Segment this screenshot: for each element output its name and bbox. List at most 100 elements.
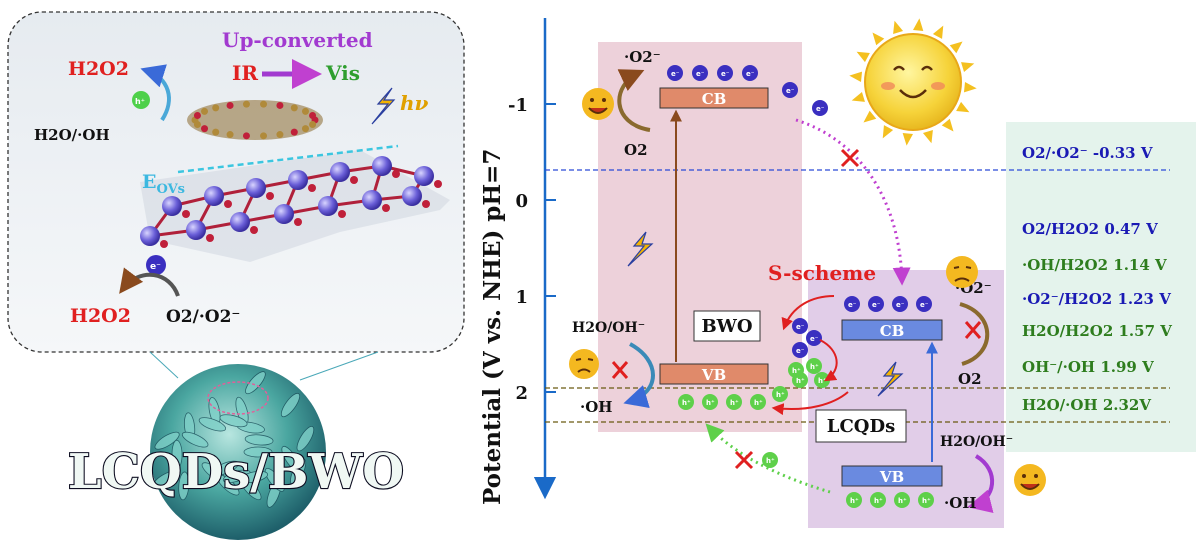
hole-circle-left: [132, 91, 150, 109]
happy-emoji-icon: [582, 88, 614, 120]
sun-ray-12: [913, 18, 924, 32]
oxygen-atom-4: [350, 176, 358, 184]
cqd-atom-14: [212, 104, 220, 112]
lcqds-cb-label: CB: [880, 322, 905, 340]
hole-label-bwo-2: h⁺: [730, 399, 739, 407]
hole-label-bwo-4: h⁺: [776, 391, 785, 399]
potential-entry-6: H2O/·OH 2.32V: [1022, 396, 1151, 414]
inset-box: [7, 11, 465, 353]
sun-ray-13: [932, 25, 944, 39]
h2o2-bottom-label: H2O2: [70, 305, 131, 327]
cqd-atom-9: [201, 125, 209, 133]
lightning-icon-bwo: [627, 231, 654, 267]
oxygen-atom-10: [294, 218, 302, 226]
crystal-lattice: [140, 150, 450, 262]
petal-25: [181, 431, 209, 448]
sun-ray-4: [902, 132, 913, 146]
electron-label-bwo-1: e⁻: [696, 70, 705, 78]
y-axis-label: Potential (V vs. NHE) pH=7: [479, 149, 506, 505]
s-scheme-label: S-scheme: [768, 261, 876, 285]
electron-label-lcqds-5: e⁻: [810, 335, 819, 343]
electron-bwo-5: [812, 100, 828, 116]
hole-bwo-6: [806, 358, 822, 374]
sun-ray-15: [961, 62, 975, 73]
cqd-atom-8: [212, 128, 220, 136]
o2-o2minus-label: O2/·O2⁻: [166, 307, 240, 327]
petal-18: [280, 392, 301, 418]
cqd-atom-17: [260, 100, 268, 108]
cqd-atom-3: [290, 128, 298, 136]
oxygen-atom-12: [382, 204, 390, 212]
potential-entry-0: O2/·O2⁻ -0.33 V: [1022, 144, 1153, 162]
electron-bwo-0: [667, 65, 683, 81]
lattice-atom-0: [162, 196, 182, 216]
left-panel: H2O2 h⁺ H2O/·OH Up-converted IR Vis hν E…: [7, 11, 465, 540]
electron-bwo-3: [742, 65, 758, 81]
arrow-o2-reduction-bwo: [617, 69, 651, 132]
electron-label-lcqds-1: e⁻: [872, 301, 881, 309]
hole-lcqds-0: [846, 492, 862, 508]
happy-emoji-icon-right: [1014, 464, 1046, 496]
petal-4: [154, 431, 180, 450]
lcqds-vb-bar: [841, 465, 943, 487]
oh-right-label: ·OH: [944, 494, 976, 512]
petal-0: [243, 446, 273, 458]
hole-label-bwo-5: h⁺: [796, 377, 805, 385]
oxygen-atom-3: [308, 184, 316, 192]
lattice-atom-9: [230, 212, 250, 232]
sun-ray-6: [863, 110, 877, 123]
oxygen-atom-5: [392, 170, 400, 178]
o2-right-label: O2: [958, 370, 982, 388]
electron-label-bwo-5: e⁻: [816, 105, 825, 113]
zoom-line-right: [299, 351, 379, 381]
arrow-o2-to-h2o2: [119, 267, 180, 297]
potential-entry-5: OH⁻/·OH 1.99 V: [1022, 358, 1154, 376]
lattice-atom-8: [186, 220, 206, 240]
electron-lcqds-6: [792, 342, 808, 358]
hole-label-left: h⁺: [135, 97, 145, 106]
petal-19: [222, 469, 251, 483]
petal-13: [296, 426, 315, 452]
lattice-atom-3: [288, 170, 308, 190]
petal-21: [281, 445, 300, 471]
electron-label-lcqds-3: e⁻: [920, 301, 929, 309]
arrow-o2-reduction-lcqds: [959, 302, 990, 366]
electron-bwo-4: [782, 82, 798, 98]
lattice-atom-10: [274, 204, 294, 224]
vis-label: Vis: [325, 61, 360, 85]
eovs-level-line: [177, 144, 399, 174]
cqd-atom-6: [242, 132, 250, 140]
hole-bwo-0: [678, 394, 694, 410]
axis-tick-label-3: 2: [515, 383, 528, 404]
hole-label-bwo-6: h⁺: [810, 363, 819, 371]
lcqds-tag: LCQDs: [827, 416, 895, 437]
hole-bwo-7: [788, 362, 804, 378]
lattice-atom-6: [414, 166, 434, 186]
cqd-atom-2: [301, 125, 309, 133]
oxygen-atom-0: [182, 210, 190, 218]
petal-5: [244, 434, 274, 446]
hole-label-lcqds-3: h⁺: [922, 497, 931, 505]
bwo-vb-bar: [659, 363, 769, 385]
electron-circle-left: [146, 255, 166, 275]
sun-ray-1: [956, 101, 970, 113]
sun-ray-8: [849, 71, 863, 82]
cqd-atom-15: [226, 101, 234, 109]
cqd-atom-18: [276, 101, 284, 109]
petal-14: [211, 460, 239, 476]
lattice-atom-11: [318, 196, 338, 216]
lcqds-cb-bar: [841, 319, 943, 341]
composite-title: LCQDs/BWO: [68, 444, 404, 500]
electron-label-left: e⁻: [150, 262, 161, 272]
h2o-oh-label: H2O/·OH: [34, 126, 110, 144]
blocked-x-icon-transfer: [840, 148, 860, 168]
cqd-atom-12: [193, 111, 201, 119]
petal-20: [198, 417, 227, 432]
petal-16: [264, 468, 285, 492]
sun-ray-5: [882, 125, 894, 139]
cqd-atom-4: [276, 131, 284, 139]
oxygen-atom-6: [434, 180, 442, 188]
lcqds-vb-label: VB: [879, 468, 904, 486]
oxygen-atom-9: [250, 226, 258, 234]
